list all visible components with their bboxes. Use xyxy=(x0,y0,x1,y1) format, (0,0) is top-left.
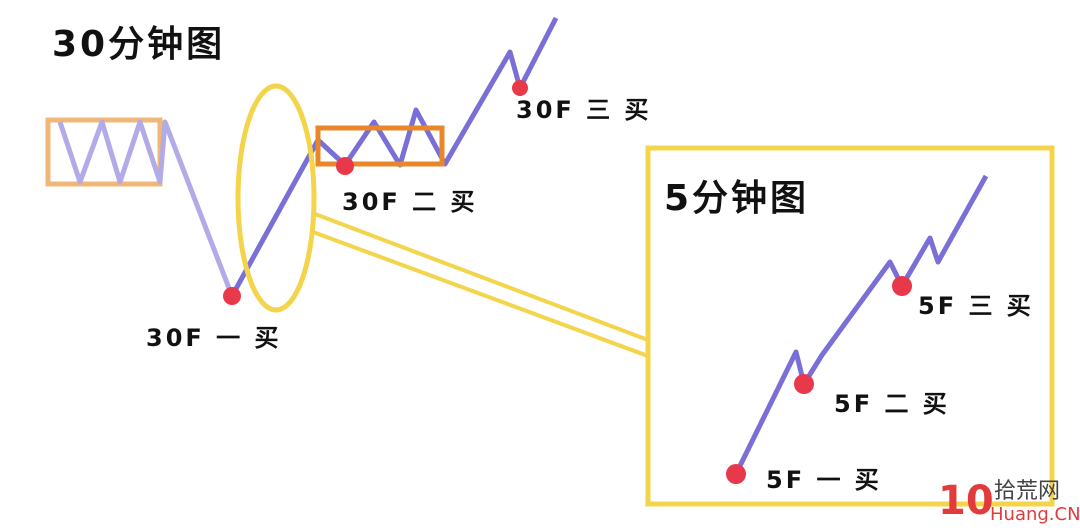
dot-5f-buy3 xyxy=(892,276,912,296)
middle-consolidation-box xyxy=(315,125,445,167)
watermark-site-name: 拾荒网 xyxy=(994,479,1060,504)
zoom-box xyxy=(645,145,1055,507)
zoom-connector-bottom xyxy=(312,230,649,358)
zoom-chart-title: 5分钟图 xyxy=(664,178,809,219)
dot-5f-buy1 xyxy=(726,464,746,484)
zoom-connector-top xyxy=(314,212,649,342)
dot-30f-buy2 xyxy=(336,157,354,175)
label-30f-buy2: 30F 二 买 xyxy=(342,188,478,216)
label-5f-buy1: 5F 一 买 xyxy=(766,466,882,494)
dot-5f-buy2 xyxy=(794,374,814,394)
left-zigzag-line xyxy=(57,119,235,297)
main-chart-title: 30分钟图 xyxy=(52,24,225,65)
dot-30f-buy1 xyxy=(223,287,241,305)
watermark-logo-number: 10 xyxy=(938,478,994,524)
zoom-ellipse xyxy=(235,83,317,313)
dot-30f-buy3 xyxy=(512,80,528,96)
watermark-site-url: Huang.CN xyxy=(990,504,1080,525)
watermark: 10 拾荒网 Huang.CN xyxy=(938,478,1080,525)
label-30f-buy1: 30F 一 买 xyxy=(146,324,282,352)
main-trend-line xyxy=(229,16,559,298)
label-30f-buy3: 30F 三 买 xyxy=(516,96,652,124)
zoom-trend-line xyxy=(733,174,989,476)
label-5f-buy2: 5F 二 买 xyxy=(834,390,950,418)
label-5f-buy3: 5F 三 买 xyxy=(918,292,1034,320)
